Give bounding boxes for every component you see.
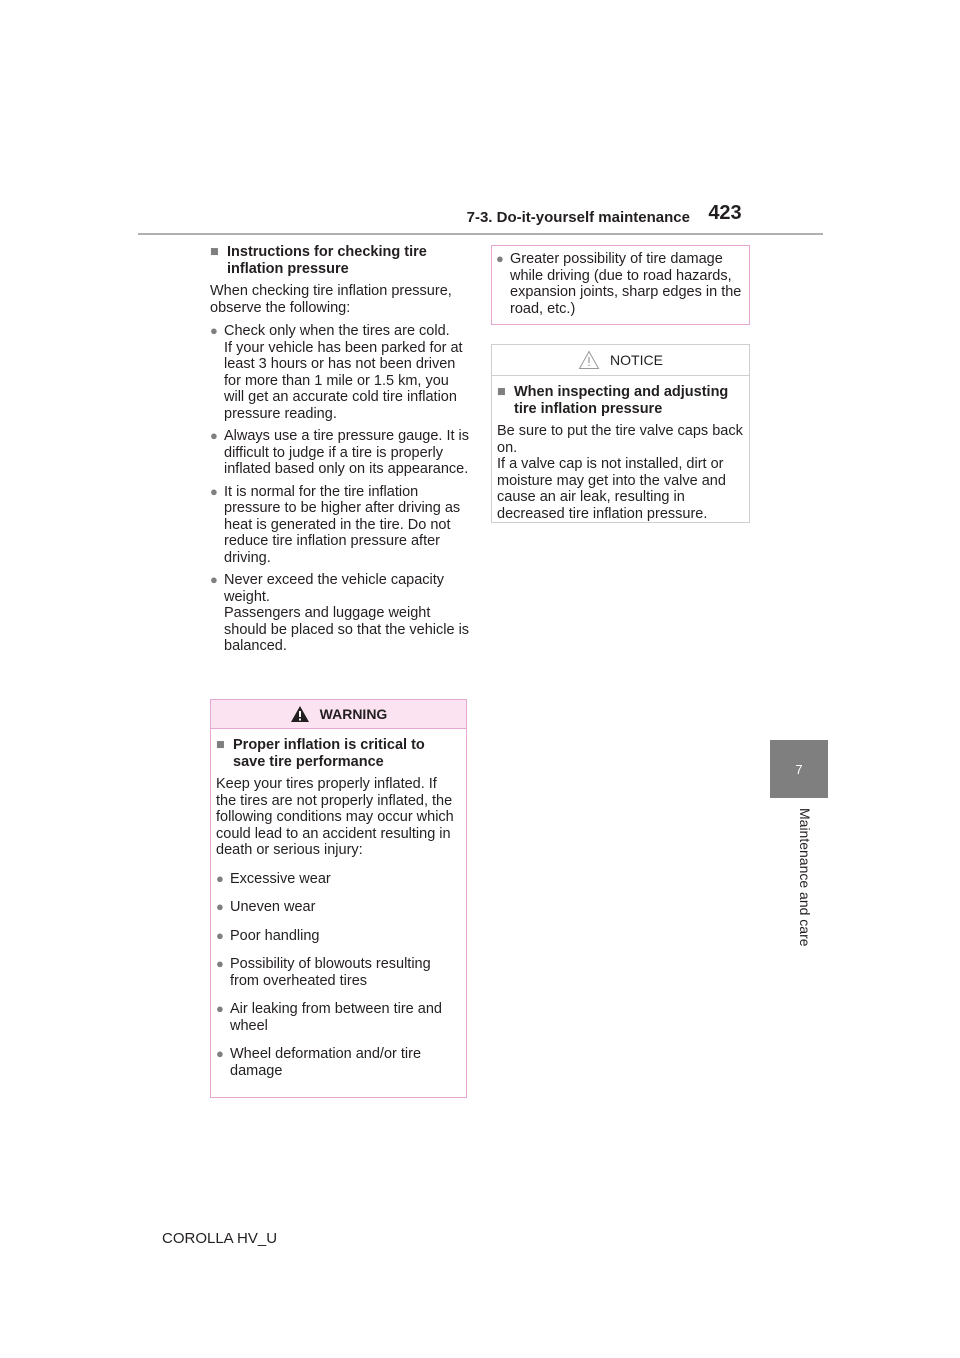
notice-title: NOTICE — [610, 351, 663, 368]
bullet-dot-icon: ● — [216, 899, 224, 914]
list-item-text: Check only when the tires are cold. If y… — [224, 323, 463, 422]
list-item: ● Greater possibility of tire damage whi… — [496, 251, 745, 317]
section-heading: ■ Instructions for checking tire inflati… — [210, 244, 472, 277]
list-item-text: Possibility of blowouts resulting from o… — [230, 956, 431, 989]
section-title: 7-3. Do-it-yourself maintenance — [466, 209, 690, 226]
warning-triangle-icon — [290, 706, 309, 722]
square-bullet-icon: ■ — [497, 384, 506, 400]
list-item-text: Always use a tire pressure gauge. It is … — [224, 428, 470, 477]
bullet-dot-icon: ● — [210, 572, 218, 587]
warning-header: WARNING — [211, 700, 466, 729]
list-item: ● Air leaking from between tire and whee… — [216, 1001, 461, 1034]
warning-box: WARNING ■ Proper inflation is critical t… — [210, 699, 467, 1098]
square-bullet-icon: ■ — [210, 244, 219, 260]
warning-intro: Keep your tires properly inflated. If th… — [216, 776, 454, 858]
bullet-dot-icon: ● — [210, 428, 218, 443]
list-item-text: Poor handling — [230, 927, 320, 944]
warning-title: WARNING — [319, 705, 388, 722]
list-item: ● Always use a tire pressure gauge. It i… — [210, 428, 472, 478]
bullet-dot-icon: ● — [210, 483, 218, 499]
bullet-dot-icon: ● — [216, 870, 224, 886]
list-item-text: Never exceed the vehicle capacity weight… — [224, 572, 470, 654]
list-item-text: Excessive wear — [230, 870, 331, 887]
notice-heading: ■ When inspecting and adjusting tire inf… — [497, 384, 744, 417]
bullet-dot-icon: ● — [216, 1001, 224, 1016]
list-item-text: Wheel deformation and/or tire damage — [230, 1046, 422, 1079]
bullet-dot-icon: ● — [216, 927, 224, 943]
list-item: ● Possibility of blowouts resulting from… — [216, 956, 461, 989]
caution-triangle-icon — [578, 350, 600, 369]
bullet-dot-icon: ● — [216, 1046, 224, 1061]
list-item: ● It is normal for the tire inflation pr… — [210, 484, 472, 567]
list-item: ● Wheel deformation and/or tire damage — [216, 1046, 461, 1079]
header-divider — [138, 233, 823, 235]
intro-paragraph: When checking tire inflation pressure, o… — [210, 283, 452, 316]
notice-header: NOTICE — [492, 345, 749, 376]
list-item-text: It is normal for the tire inflation pres… — [224, 483, 461, 566]
square-bullet-icon: ■ — [216, 737, 225, 753]
warning-body: ■ Proper inflation is critical to save t… — [211, 729, 466, 1079]
list-item: ● Poor handling — [216, 928, 461, 945]
list-item: ● Check only when the tires are cold. If… — [210, 323, 472, 422]
list-item: ● Uneven wear — [216, 899, 461, 916]
notice-box: NOTICE ■ When inspecting and adjusting t… — [491, 344, 750, 523]
notice-text: Be sure to put the tire valve caps back … — [497, 423, 743, 522]
section-heading-text: Instructions for checking tire inflation… — [227, 244, 427, 277]
left-column: ■ Instructions for checking tire inflati… — [210, 244, 472, 661]
bullet-dot-icon: ● — [216, 956, 224, 971]
list-item: ● Excessive wear — [216, 871, 461, 888]
page-number: 423 — [708, 202, 742, 224]
warning-heading-text: Proper inflation is critical to save tir… — [233, 737, 425, 770]
chapter-label: Maintenance and care — [797, 808, 813, 947]
warning-continued-box: ● Greater possibility of tire damage whi… — [491, 245, 750, 325]
bullet-dot-icon: ● — [210, 323, 218, 338]
notice-heading-text: When inspecting and adjusting tire infla… — [514, 384, 729, 417]
list-item-text: Uneven wear — [230, 899, 316, 915]
bullet-dot-icon: ● — [496, 251, 504, 266]
chapter-number: 7 — [795, 761, 803, 777]
list-item: ● Never exceed the vehicle capacity weig… — [210, 572, 472, 655]
footer-model: COROLLA HV_U — [162, 1230, 278, 1247]
notice-body: ■ When inspecting and adjusting tire inf… — [492, 376, 749, 522]
chapter-tab[interactable]: 7 — [770, 740, 828, 798]
list-item-text: Greater possibility of tire damage while… — [510, 251, 742, 317]
warning-heading: ■ Proper inflation is critical to save t… — [216, 737, 461, 770]
list-item-text: Air leaking from between tire and wheel — [230, 1001, 442, 1034]
